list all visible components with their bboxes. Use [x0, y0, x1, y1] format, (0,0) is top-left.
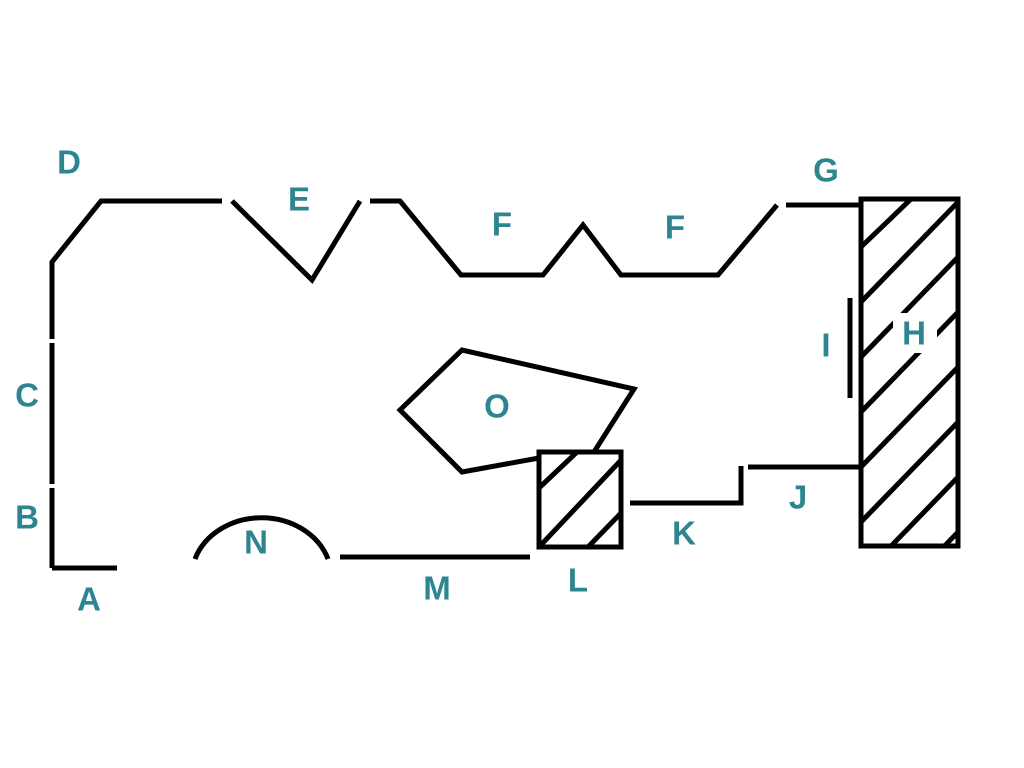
label-c: C [15, 377, 39, 414]
label-i: I [821, 327, 830, 364]
label-h: H [902, 315, 926, 352]
label-n: N [244, 524, 268, 561]
label-f-2: F [665, 209, 685, 246]
label-o: O [484, 388, 510, 425]
segment-f [370, 198, 779, 278]
label-k: K [672, 515, 696, 552]
label-e: E [288, 181, 310, 218]
label-m: M [423, 570, 451, 607]
shape-o [396, 347, 639, 475]
label-l: L [568, 562, 588, 599]
label-b: B [15, 499, 39, 536]
label-a: A [77, 581, 101, 618]
arc-n [192, 515, 331, 560]
segment-e [230, 199, 363, 285]
segment-d [49, 198, 222, 339]
label-f-1: F [492, 206, 512, 243]
label-j: J [789, 479, 807, 516]
block-l [536, 449, 624, 550]
label-g: G [813, 152, 839, 189]
segment-k [630, 466, 744, 506]
block-h [858, 196, 961, 549]
label-d: D [57, 144, 81, 181]
